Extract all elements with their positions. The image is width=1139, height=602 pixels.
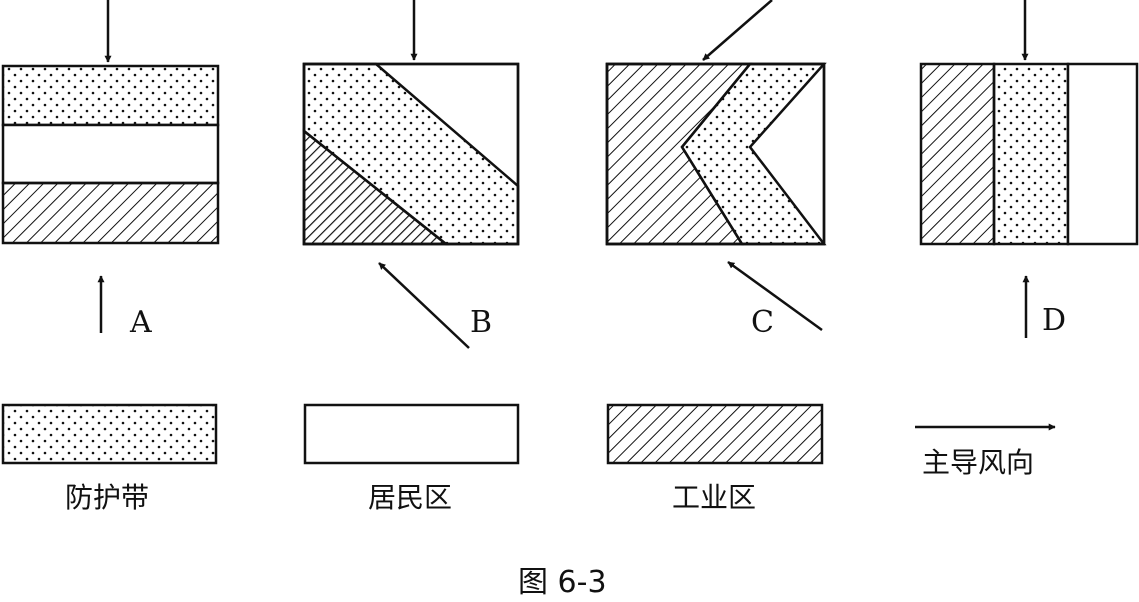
panel-b-diagram: [302, 62, 520, 246]
panel-d-industrial-zone: [919, 62, 996, 246]
panel-d-diagram: [919, 62, 1139, 246]
legend-buffer-swatch: [1, 403, 218, 465]
wind-arrow-c-bottom: [727, 260, 823, 332]
panel-d-buffer-zone: [992, 62, 1070, 246]
legend-buffer-label: 防护带: [65, 481, 150, 514]
wind-arrow-b-bottom: [378, 262, 470, 349]
panel-c-diagram: [605, 62, 827, 246]
panel-a-residential-zone: [1, 123, 220, 185]
panel-b-label: B: [470, 305, 493, 340]
panel-a-industrial-zone: [1, 181, 220, 245]
legend-residential-swatch: [303, 403, 520, 465]
panel-a-diagram: [1, 64, 220, 245]
legend-industrial-swatch: [606, 403, 824, 465]
legend-industrial-label: 工业区: [672, 481, 757, 514]
panel-c-label: C: [751, 305, 774, 340]
panel-d-residential-zone: [1066, 62, 1139, 246]
panel-d-label: D: [1042, 303, 1067, 338]
panel-a-buffer-zone: [1, 64, 220, 127]
wind-arrow-c-top: [702, 0, 773, 61]
legend-residential-label: 居民区: [368, 481, 453, 514]
panel-a-label: A: [130, 305, 152, 340]
wind-legend-label: 主导风向: [922, 446, 1035, 479]
figure-caption: 图 6-3: [518, 565, 607, 600]
